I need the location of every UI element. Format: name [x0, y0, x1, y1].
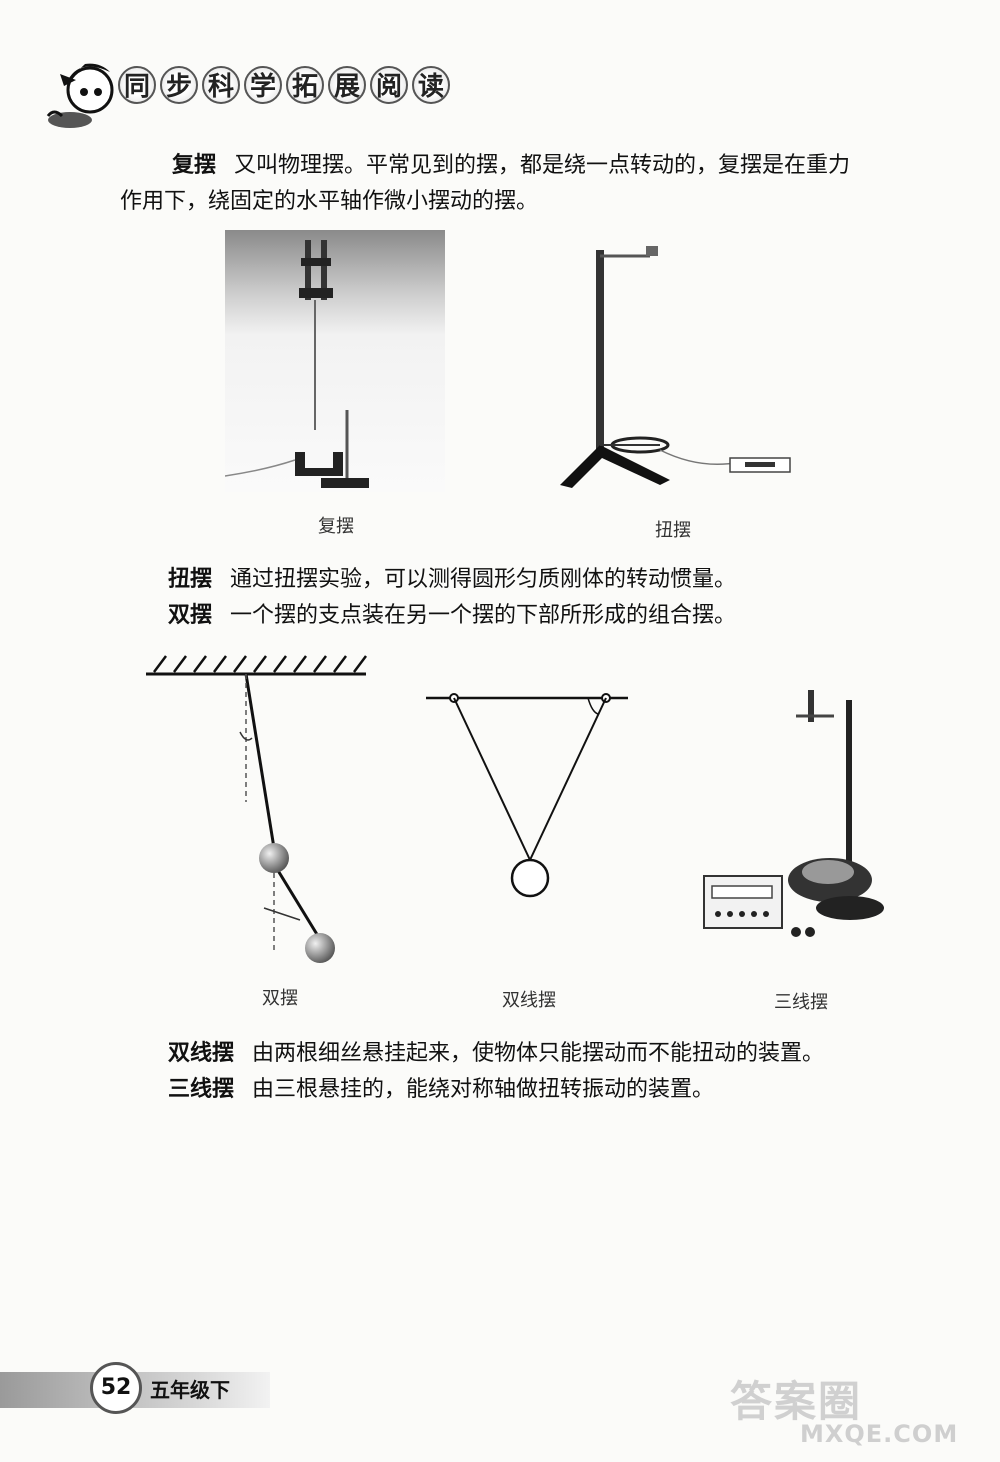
definition-text: 作用下，绕固定的水平轴作微小摆动的摆。: [120, 189, 539, 214]
bifilar-pendulum-diagram: [426, 693, 628, 898]
term-torsion-pendulum: 扭摆: [168, 567, 213, 592]
grade-label: 五年级下: [150, 1378, 230, 1402]
definition-text: 一个摆的支点装在另一个摆的下部所形成的组合摆。: [230, 603, 737, 628]
definition-text: 由两根细丝悬挂起来，使物体只能摆动而不能扭动的装置。: [252, 1041, 825, 1066]
series-title-char: 步: [160, 66, 198, 104]
definition-text: 又叫物理摆。平常见到的摆，都是绕一点转动的，复摆是在重力: [234, 153, 851, 178]
watermark-logo: 答案圈: [730, 1377, 863, 1426]
caption-compound-pendulum: 复摆: [318, 516, 354, 537]
term-bifilar-pendulum: 双线摆: [168, 1041, 235, 1066]
caption-double-pendulum: 双摆: [262, 988, 298, 1009]
bifilar-pendulum-paragraph: 双线摆由两根细丝悬挂起来，使物体只能摆动而不能扭动的装置。: [168, 1036, 908, 1072]
torsion-pendulum-photo: [560, 246, 791, 488]
mascot-icon: [46, 63, 114, 128]
term-compound-pendulum: 复摆: [172, 153, 217, 178]
series-title-char: 拓: [286, 66, 324, 104]
term-trifilar-pendulum: 三线摆: [168, 1077, 235, 1102]
series-title-char: 读: [412, 66, 450, 104]
trifilar-pendulum-paragraph: 三线摆由三根悬挂的，能绕对称轴做扭转振动的装置。: [168, 1072, 908, 1108]
compound-pendulum-photo: [225, 230, 445, 492]
double-pendulum-diagram: [146, 655, 367, 963]
torsion-pendulum-paragraph: 扭摆通过扭摆实验，可以测得圆形匀质刚体的转动惯量。: [168, 562, 908, 598]
page-header: 同 步 科 学 拓 展 阅 读: [40, 50, 450, 140]
series-title-char: 学: [244, 66, 282, 104]
watermark-url: MXQE.COM: [800, 1420, 959, 1448]
compound-pendulum-paragraph: 复摆又叫物理摆。平常见到的摆，都是绕一点转动的，复摆是在重力 作用下，绕固定的水…: [120, 148, 910, 220]
series-title-char: 科: [202, 66, 240, 104]
page-number: 52: [90, 1362, 142, 1414]
series-title: 同 步 科 学 拓 展 阅 读: [118, 66, 450, 104]
series-title-char: 同: [118, 66, 156, 104]
series-title-char: 展: [328, 66, 366, 104]
definition-text: 由三根悬挂的，能绕对称轴做扭转振动的装置。: [252, 1077, 715, 1102]
double-pendulum-paragraph: 双摆一个摆的支点装在另一个摆的下部所形成的组合摆。: [168, 598, 908, 634]
caption-bifilar-pendulum: 双线摆: [502, 990, 556, 1011]
term-double-pendulum: 双摆: [168, 603, 213, 628]
trifilar-pendulum-photo: [703, 690, 884, 937]
definition-text: 通过扭摆实验，可以测得圆形匀质刚体的转动惯量。: [230, 567, 737, 592]
caption-trifilar-pendulum: 三线摆: [774, 992, 828, 1013]
series-title-char: 阅: [370, 66, 408, 104]
caption-torsion-pendulum: 扭摆: [655, 520, 691, 541]
